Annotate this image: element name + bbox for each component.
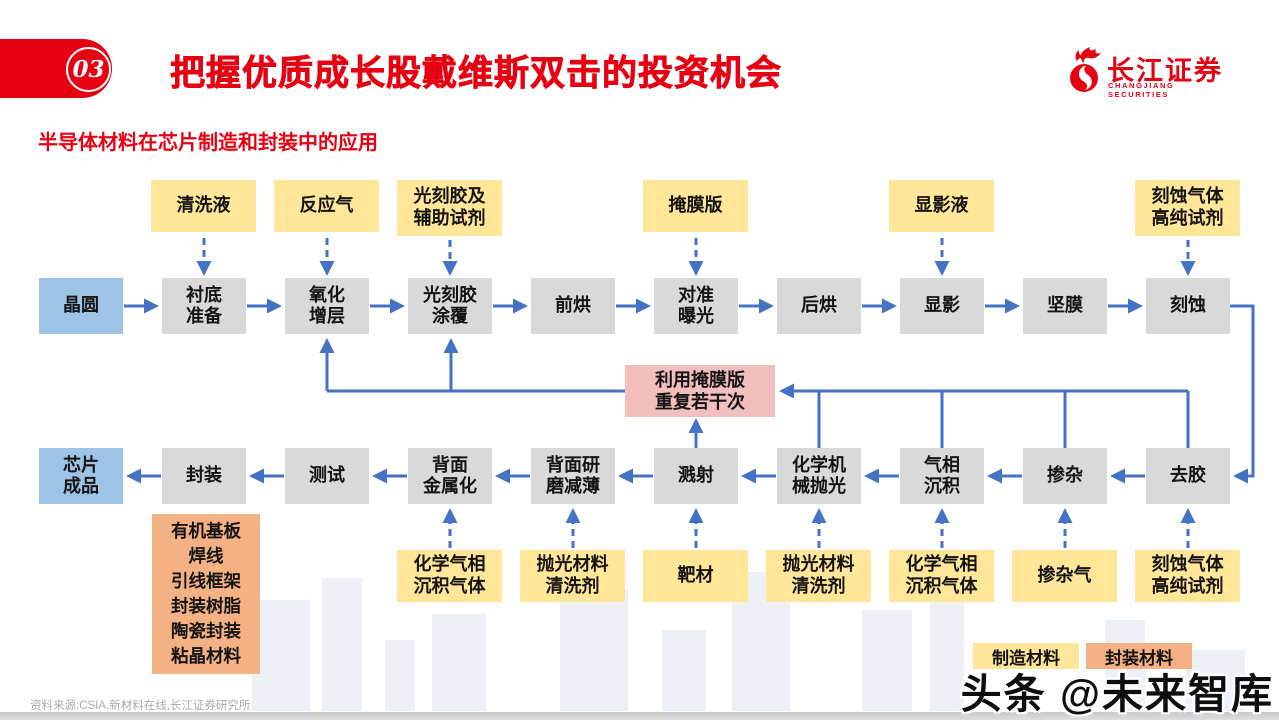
fab-step: 前烘 [531,278,615,334]
legend-packaging: 封装材料 [1086,643,1192,669]
section-subtitle: 半导体材料在芯片制造和封装中的应用 [38,132,378,154]
logo-text-cn: 长江证券 [1107,56,1223,86]
start-node-wafer: 晶圆 [39,278,123,334]
backend-step: 化学机 械抛光 [777,448,861,504]
end-node-chip: 芯片 成品 [39,448,123,504]
backend-step: 掺杂 [1023,448,1107,504]
backend-step: 封装 [162,448,246,504]
repeat-note: 利用掩膜版 重复若干次 [625,365,775,417]
source-note: 资料来源:CSIA,新材料在线,长江证券研究所 [30,700,251,712]
backend-step: 气相 沉积 [900,448,984,504]
backend-step: 背面研 磨减薄 [531,448,615,504]
dragon-icon [1070,47,1101,92]
logo-text-en: CHANGJIANG SECURITIES [1108,81,1175,99]
fab-step: 光刻胶 涂覆 [408,278,492,334]
material-box-bottom: 化学气相 沉积气体 [889,550,994,602]
section-badge: 03 [0,39,112,98]
material-box-top: 清洗液 [151,180,256,232]
footer-bar [0,712,1279,720]
material-box-bottom: 掺杂气 [1012,550,1117,602]
material-box-top: 光刻胶及 辅助试剂 [397,180,502,236]
backend-step: 测试 [285,448,369,504]
top-material-arrows [196,238,1196,276]
section-number: 03 [66,47,111,92]
material-box-bottom: 抛光材料 清洗剂 [520,550,625,602]
repeat-loop-left [319,338,625,393]
backend-step: 去胶 [1146,448,1230,504]
company-logo: 长江证券 CHANGJIANG SECURITIES [1063,45,1238,99]
material-box-top: 刻蚀气体 高纯试剂 [1135,180,1240,236]
material-box-top: 显影液 [889,180,994,232]
fab-step: 刻蚀 [1146,278,1230,334]
legend-manufacturing: 制造材料 [973,643,1079,669]
watermark: 头条 @未来智库 [960,671,1274,717]
fab-step: 显影 [900,278,984,334]
fab-step: 氧化 增层 [285,278,369,334]
material-box-bottom: 靶材 [643,550,748,602]
material-box-bottom: 刻蚀气体 高纯试剂 [1135,550,1240,602]
fab-step: 衬底 准备 [162,278,246,334]
fab-step: 后烘 [777,278,861,334]
fab-step: 坚膜 [1023,278,1107,334]
bottom-material-arrows [442,508,1196,548]
material-box-bottom: 抛光材料 清洗剂 [766,550,871,602]
packaging-materials-list: 有机基板 焊线 引线框架 封装树脂 陶瓷封装 粘晶材料 [152,514,260,674]
material-box-bottom: 化学气相 沉积气体 [397,550,502,602]
page-title: 把握优质成长股戴维斯双击的投资机会 [170,54,783,94]
material-box-top: 掩膜版 [643,180,748,232]
backend-step: 溅射 [654,448,738,504]
backend-step: 背面 金属化 [408,448,492,504]
etch-to-strip-connector [1230,304,1255,484]
material-box-top: 反应气 [274,180,379,232]
fab-step: 对准 曝光 [654,278,738,334]
